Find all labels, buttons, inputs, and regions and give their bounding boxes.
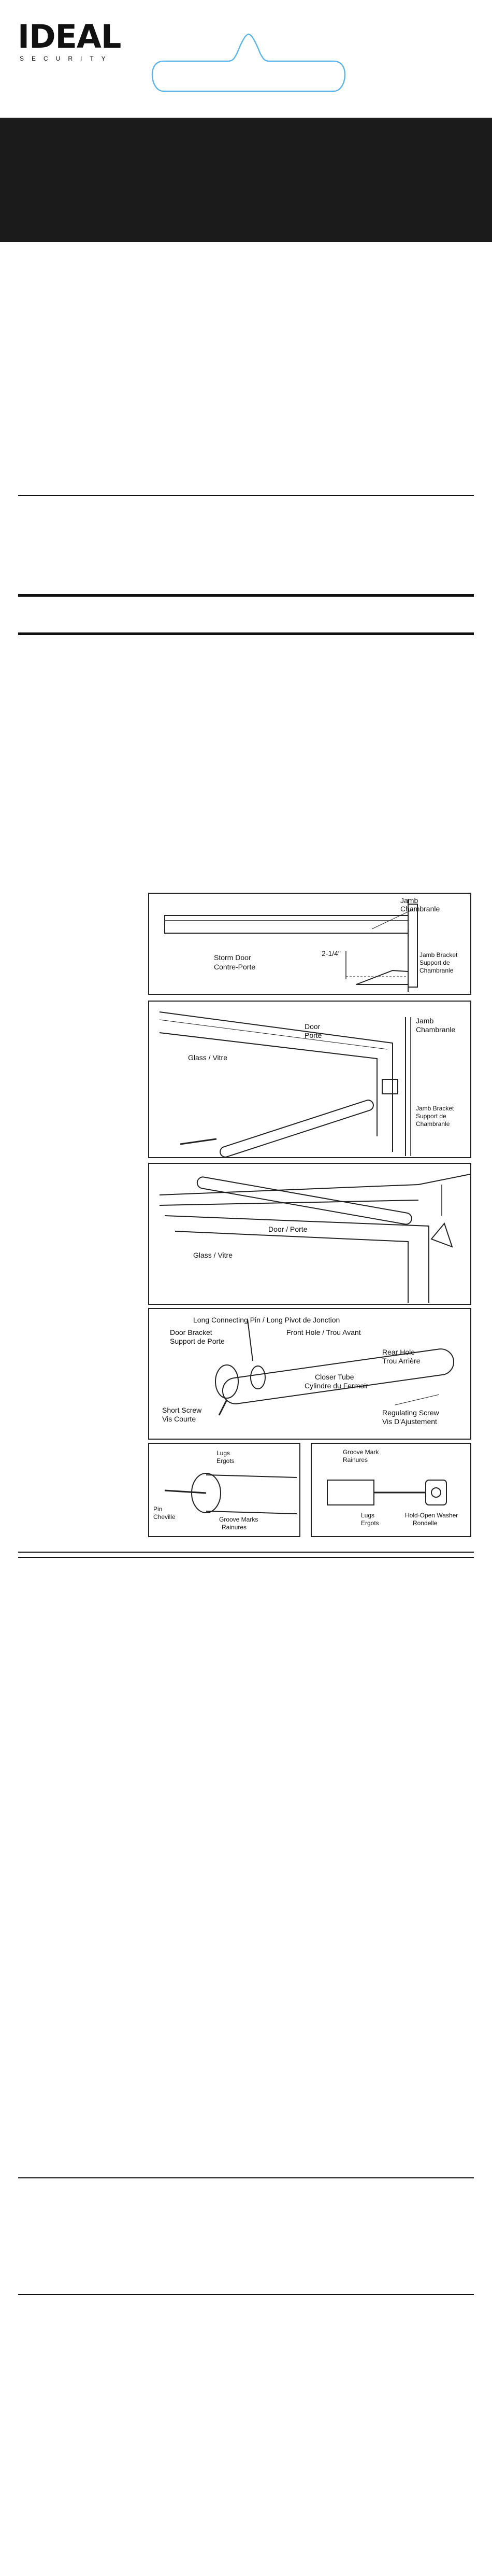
label-groove-fr: Rainures xyxy=(222,1524,247,1531)
divider xyxy=(18,1552,474,1553)
label-jamb-bracket: Jamb Bracket xyxy=(419,951,458,959)
divider xyxy=(18,594,474,597)
logo-wordmark: IDEAL xyxy=(18,18,121,55)
label-long-pin: Long Connecting Pin / Long Pivot de Jonc… xyxy=(193,1316,340,1324)
label-glass: Glass / Vitre xyxy=(188,1053,227,1062)
label-front-hole: Front Hole / Trou Avant xyxy=(286,1328,361,1336)
label-groove: Groove Marks xyxy=(219,1516,258,1523)
label-short-screw: Short Screw xyxy=(162,1406,202,1414)
figure-door-closer-jamb: Glass / Vitre Door Porte Jamb Chambranle… xyxy=(148,1001,471,1158)
label-jamb-bracket-fr2: Chambranle xyxy=(419,967,454,974)
label-glass: Glass / Vitre xyxy=(193,1251,233,1259)
label-jamb-bracket: Jamb Bracket xyxy=(416,1105,454,1112)
figure-parts-breakdown: Long Connecting Pin / Long Pivot de Jonc… xyxy=(148,1308,471,1440)
label-door-bracket: Door Bracket xyxy=(170,1328,212,1336)
parts-diagram: Long Connecting Pin / Long Pivot de Jonc… xyxy=(162,1316,455,1426)
divider xyxy=(18,2177,474,2178)
label-lugs-fr: Ergots xyxy=(216,1457,235,1465)
label-pin-fr: Cheville xyxy=(153,1513,176,1521)
label-door: Door xyxy=(305,1022,321,1031)
label-rear-hole: Rear Hole xyxy=(382,1348,415,1356)
label-groove: Groove Mark xyxy=(343,1448,379,1456)
label-jamb-fr: Chambranle xyxy=(416,1025,455,1034)
label-closer-tube-fr: Cylindre du Fermoir xyxy=(305,1382,368,1390)
label-washer-fr: Rondelle xyxy=(413,1519,438,1527)
logo-tagline: SECURITY xyxy=(20,55,113,62)
label-lugs: Lugs xyxy=(216,1449,230,1457)
divider xyxy=(18,632,474,635)
label-groove-fr: Rainures xyxy=(343,1456,368,1463)
label-storm-door-fr: Contre-Porte xyxy=(214,963,255,971)
label-jamb-fr: Chambranle xyxy=(400,905,440,913)
divider xyxy=(18,1557,474,1558)
label-rear-hole-fr: Trou Arrière xyxy=(382,1357,421,1365)
label-regulating-screw: Regulating Screw xyxy=(382,1409,440,1417)
figure-lugs-pin: Lugs Ergots Pin Cheville Groove Marks Ra… xyxy=(148,1443,300,1537)
figure-closer-mounted: Door / Porte Glass / Vitre xyxy=(148,1163,471,1305)
lugs-pin-diagram: Lugs Ergots Pin Cheville Groove Marks Ra… xyxy=(153,1449,297,1531)
label-washer: Hold-Open Washer xyxy=(405,1512,458,1519)
label-lugs-fr: Ergots xyxy=(361,1519,379,1527)
divider xyxy=(18,2294,474,2295)
label-measurement: 2-1/4" xyxy=(322,949,341,958)
mounted-closer-diagram: Door / Porte Glass / Vitre xyxy=(159,1174,470,1303)
label-closer-tube: Closer Tube xyxy=(315,1373,354,1381)
label-jamb-bracket-fr1: Support de xyxy=(416,1113,446,1120)
label-jamb-bracket-fr2: Chambranle xyxy=(416,1120,450,1128)
ideal-security-logo: IDEAL SECURITY xyxy=(18,21,147,65)
label-jamb: Jamb xyxy=(400,896,418,905)
figure-storm-door-bracket: Jamb Chambranle Storm Door Contre-Porte … xyxy=(148,893,471,995)
label-door-fr: Porte xyxy=(305,1031,322,1039)
label-lugs: Lugs xyxy=(361,1512,374,1519)
label-door-bracket-fr: Support de Porte xyxy=(170,1337,225,1345)
label-regulating-screw-fr: Vis D'Ajustement xyxy=(382,1417,437,1426)
washer-diagram: Groove Mark Rainures Lugs Ergots Hold-Op… xyxy=(327,1448,458,1527)
door-closer-diagram: Glass / Vitre Door Porte Jamb Chambranle… xyxy=(159,1011,455,1157)
label-pin: Pin xyxy=(153,1505,162,1513)
label-jamb-bracket-fr1: Support de xyxy=(419,959,450,966)
header-banner xyxy=(0,118,492,242)
header-tab-outline xyxy=(151,33,346,92)
label-short-screw-fr: Vis Courte xyxy=(162,1415,196,1423)
label-door: Door / Porte xyxy=(268,1225,308,1233)
label-storm-door: Storm Door xyxy=(214,953,251,962)
divider xyxy=(18,495,474,496)
label-jamb: Jamb xyxy=(416,1017,433,1025)
storm-door-diagram: Jamb Chambranle Storm Door Contre-Porte … xyxy=(164,896,458,992)
figure-hold-open-washer: Groove Mark Rainures Lugs Ergots Hold-Op… xyxy=(311,1443,471,1537)
